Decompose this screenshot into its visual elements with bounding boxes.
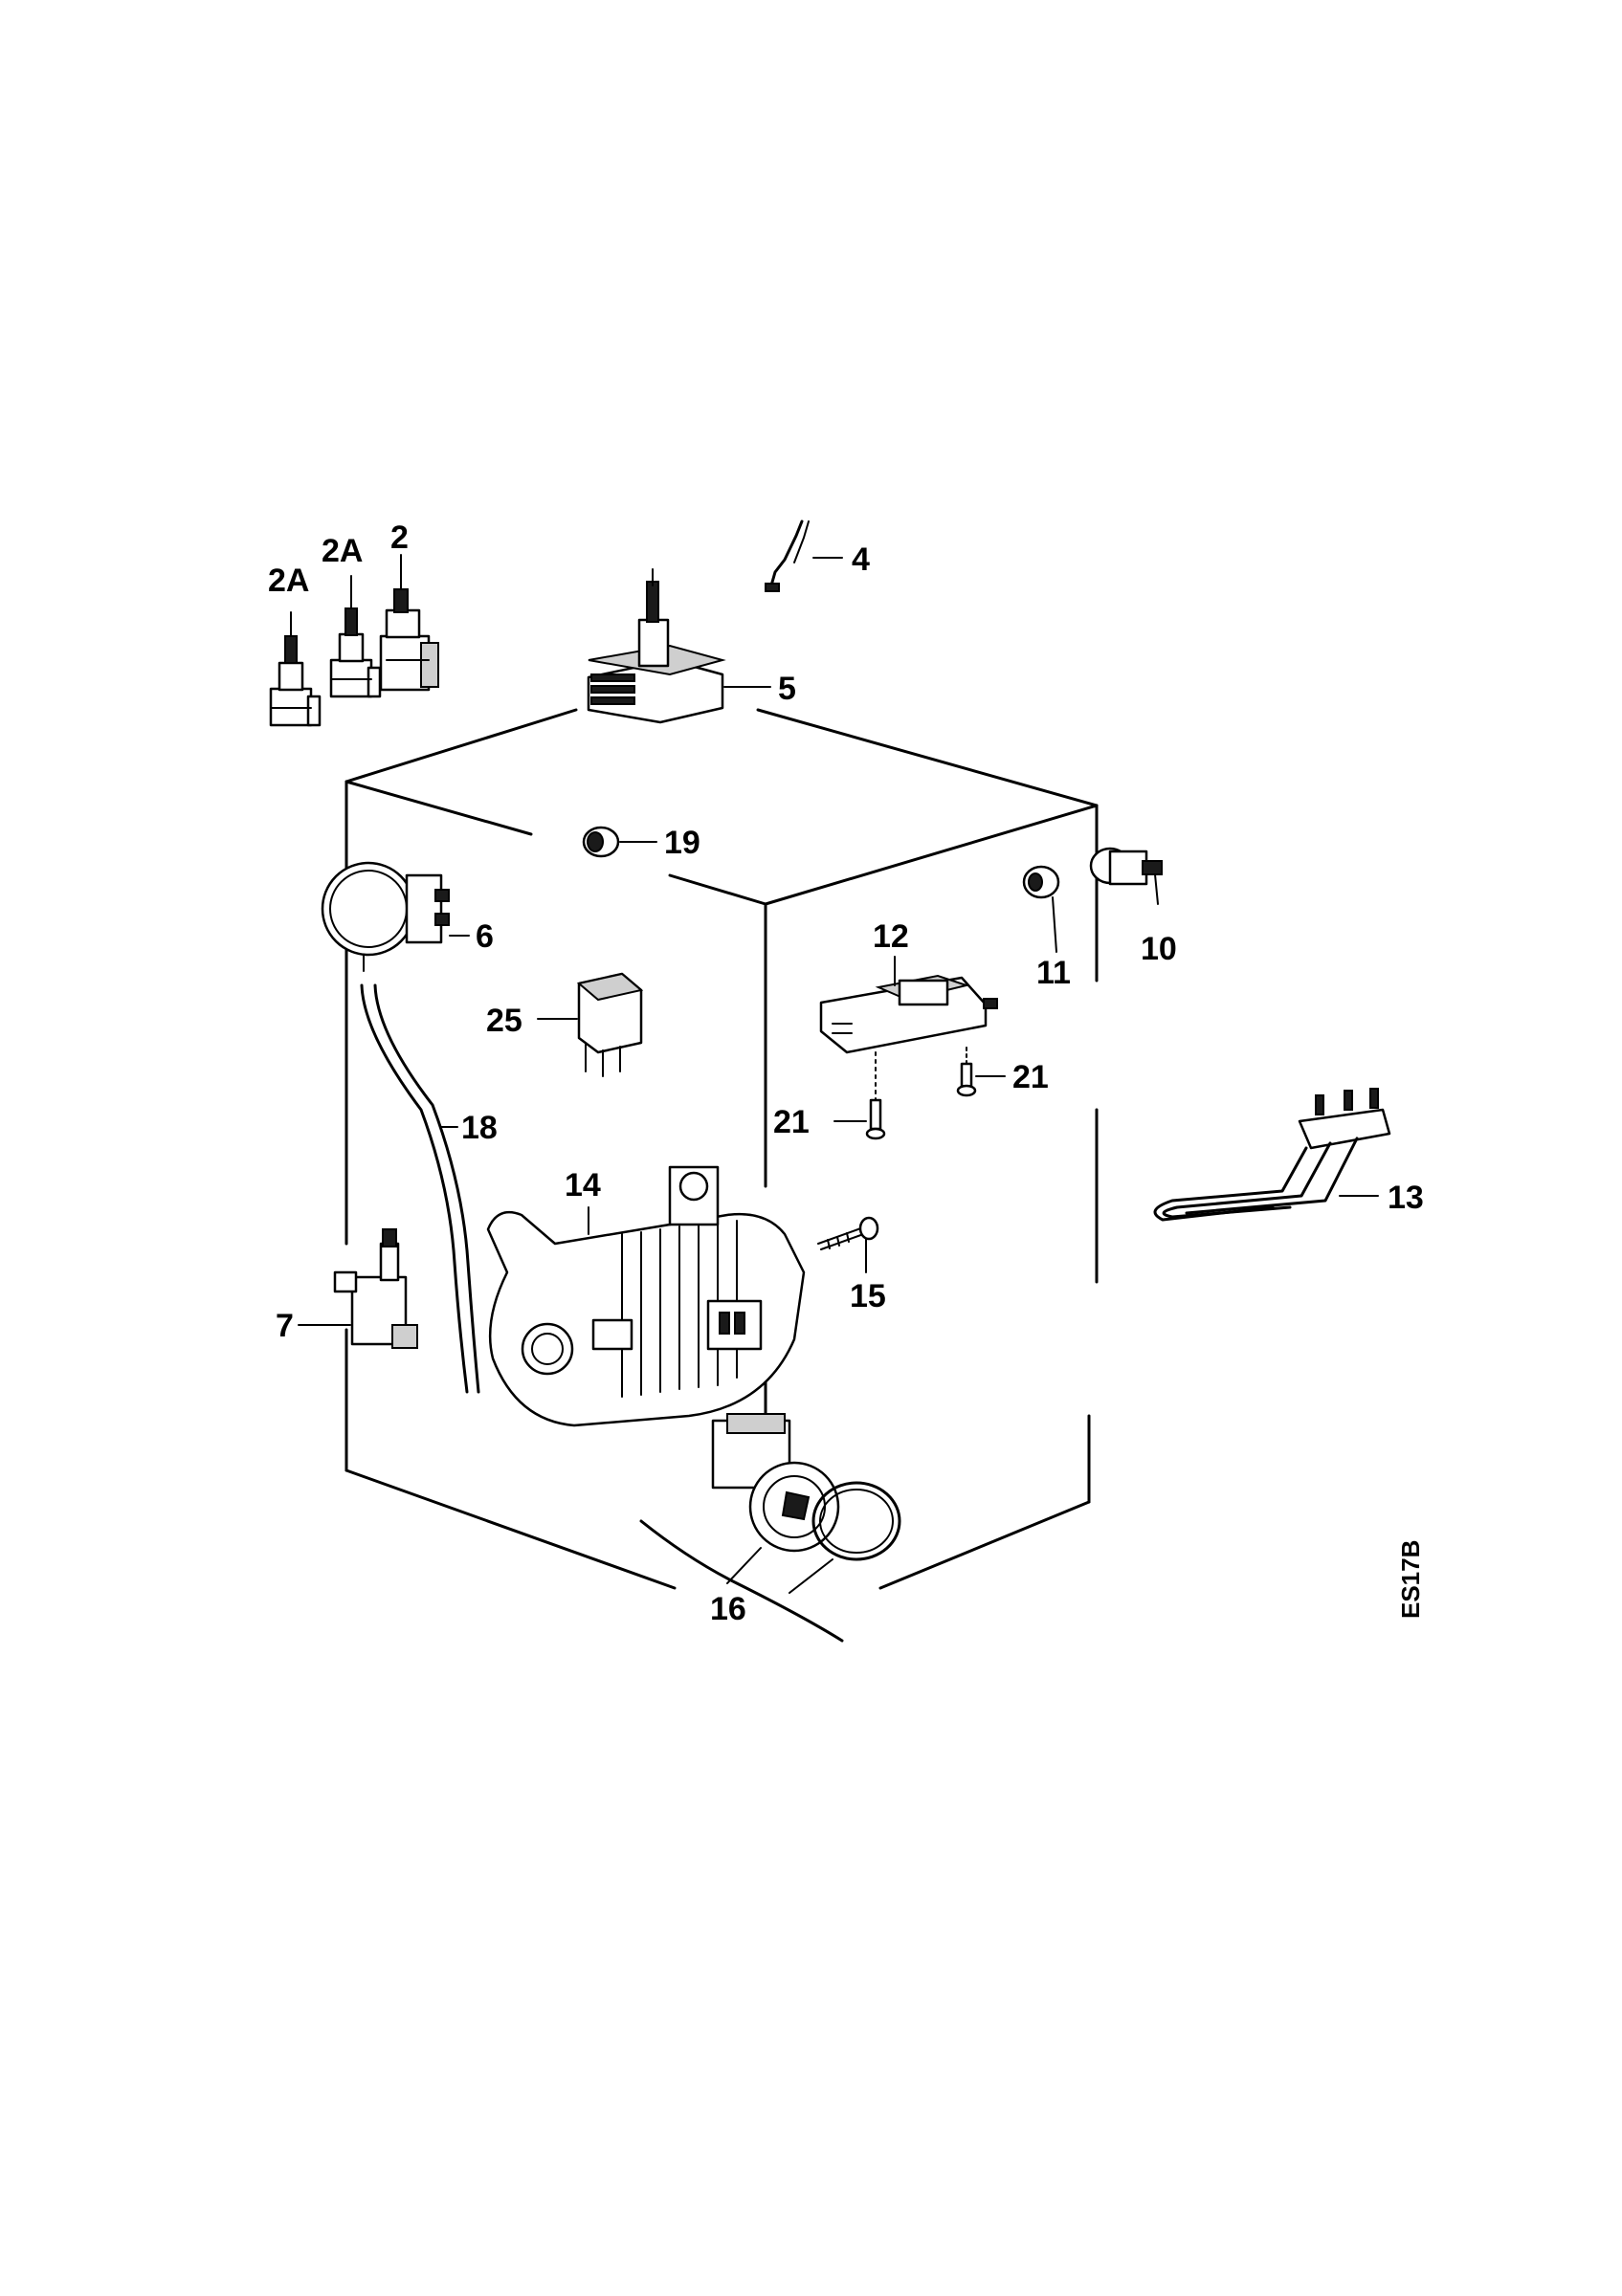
callout-5: 5 [778,671,796,707]
pump-16 [711,1413,901,1561]
leader-11 [1052,896,1057,953]
screw-15 [817,1216,879,1250]
switch-2a-middle [329,575,382,698]
callout-10: 10 [1141,931,1177,967]
grommet-11 [1022,865,1060,899]
callout-2: 2 [390,519,409,556]
cabinet-outline [344,708,1099,1590]
switch-2 [379,554,439,692]
motor-14 [486,1165,806,1427]
door-lock-12 [819,974,998,1054]
leader-16 [726,1547,833,1594]
callout-12: 12 [873,918,909,955]
hose-18 [360,983,480,1394]
callout-6: 6 [476,918,494,955]
screw-21-right [956,1047,977,1097]
switch-2a-left [269,611,322,727]
callout-4: 4 [852,541,870,578]
callout-15: 15 [850,1278,886,1314]
programmer-5 [587,568,726,724]
thermostat-10 [1089,847,1163,886]
pressure-switch-6 [321,861,450,972]
callout-18: 18 [461,1110,498,1146]
callout-13: 13 [1388,1180,1424,1216]
callout-2a-middle: 2A [322,533,363,569]
sensor-wire-4 [765,519,810,592]
screw-21-left [865,1051,886,1140]
callout-21-left: 21 [773,1104,810,1140]
callout-16: 16 [710,1591,746,1627]
relay-25 [576,972,644,1077]
callout-7: 7 [276,1308,294,1344]
callout-25: 25 [486,1003,522,1039]
callout-21-right: 21 [1012,1059,1049,1095]
callout-14: 14 [565,1167,601,1203]
plug-19 [582,826,620,858]
valve-7 [333,1228,418,1349]
drawing-code: ES17B [1396,1540,1425,1619]
cut-line-16 [639,1519,844,1643]
callout-19: 19 [664,825,700,861]
heater-13 [1153,1088,1391,1222]
callout-11: 11 [1036,955,1071,991]
callout-2a-left: 2A [268,563,309,599]
leader-10 [1154,873,1159,905]
programmer-5-terminals [590,673,635,705]
